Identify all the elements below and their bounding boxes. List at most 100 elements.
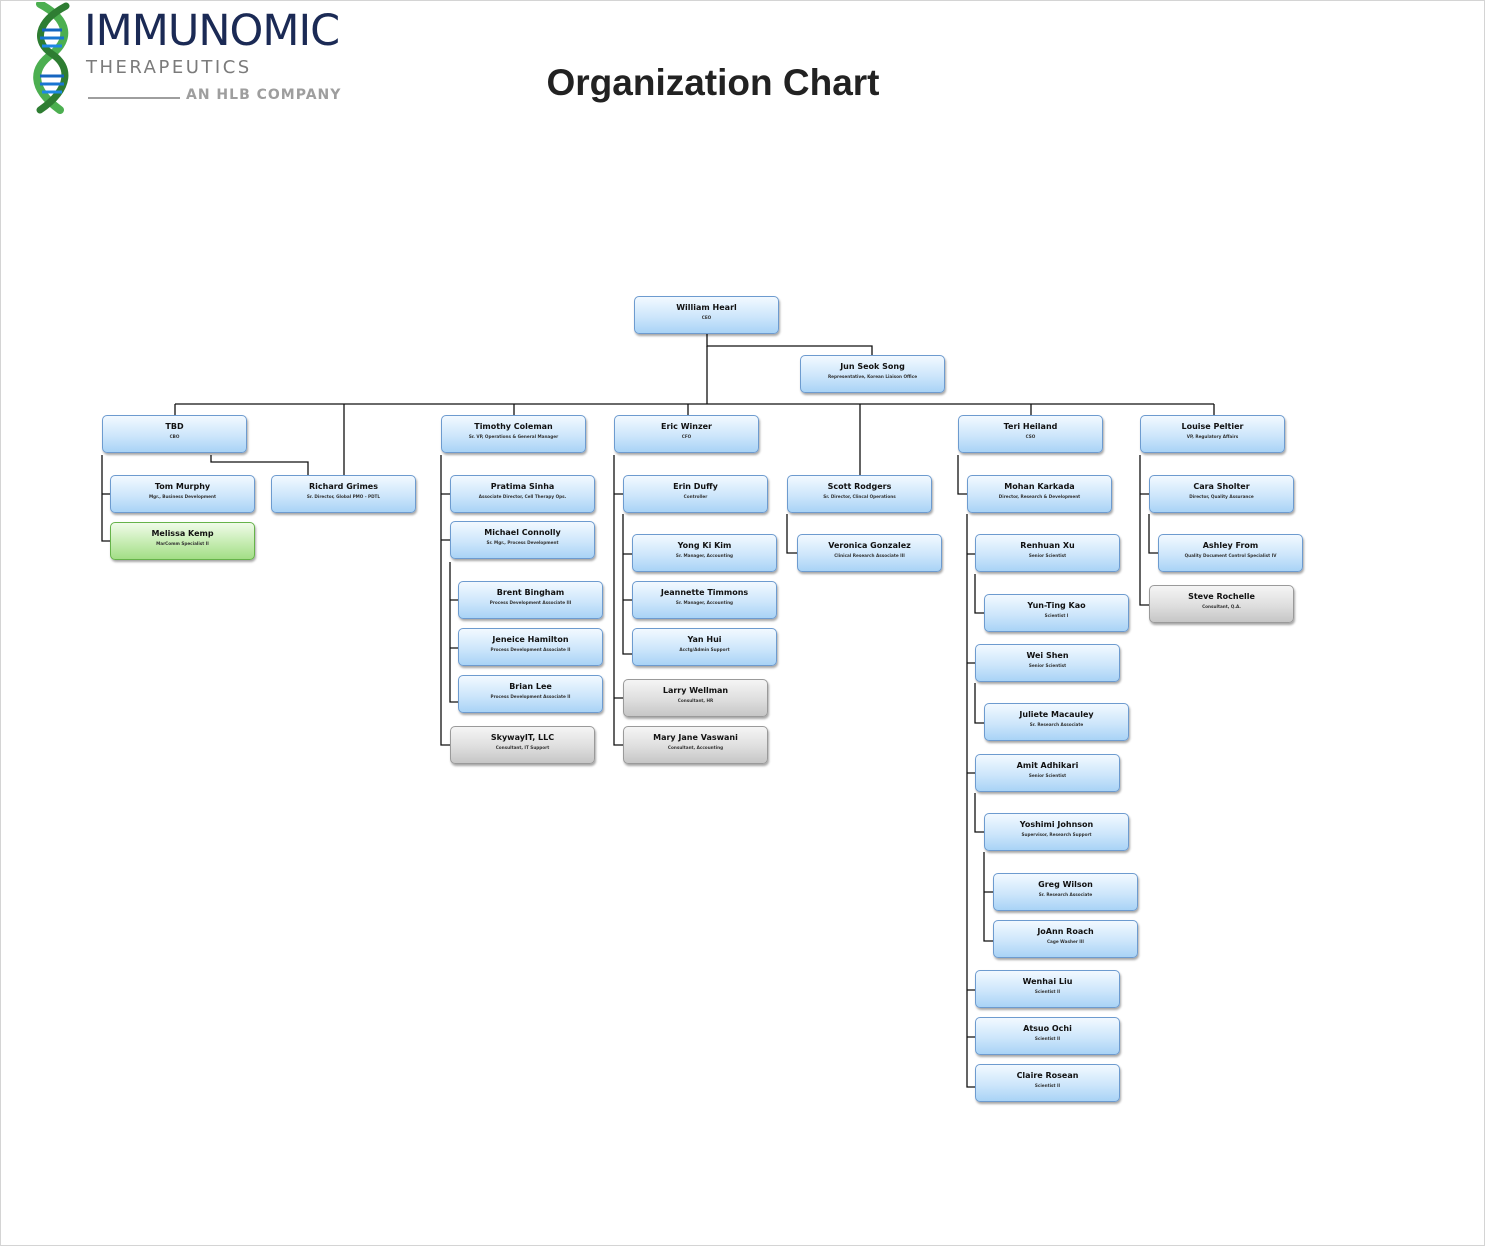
person-title: Consultant, HR [677,698,714,703]
person-title: Director, Research & Development [998,494,1081,499]
person-name: Veronica Gonzalez [828,541,911,550]
person-title: Sr. Research Associate [1038,892,1093,897]
person-title: Sr. Manager, Accounting [675,553,734,558]
person-name: Louise Peltier [1181,422,1244,431]
person-name: Timothy Coleman [474,422,553,431]
person-title: Sr. Research Associate [1029,722,1084,727]
person-name: Cara Sholter [1193,482,1250,491]
person-title: Representative, Korean Liaison Office [827,374,918,379]
person-name: Scott Rodgers [827,482,892,491]
person-title: Sr. Director, Global PMO - PDTL [306,494,381,499]
person-name: Eric Winzer [661,422,712,431]
person-title: Sr. Director, Clincal Operations [823,494,896,499]
person-title: CEO [701,315,712,320]
person-name: Wenhai Liu [1022,977,1073,986]
person-title: Cage Washer III [1046,939,1084,944]
dna-helix-icon [33,2,70,114]
logo-name: IMMUNOMIC [84,6,340,56]
logo-subtitle: THERAPEUTICS [86,57,252,78]
person-title: Director, Quality Assurance [1189,494,1254,499]
person-name: Yun-Ting Kao [1027,601,1086,610]
person-title: CBO [169,434,180,439]
person-title: Mgr., Business Development [148,494,217,499]
person-name: Amit Adhikari [1016,761,1079,770]
person-title: Consultant, IT Support [495,745,550,750]
person-name: Teri Heiland [1003,422,1058,431]
person-name: TBD [165,422,184,431]
person-name: Atsuo Ochi [1023,1024,1072,1033]
person-name: Yan Hui [687,635,722,644]
person-title: Scientist II [1034,1083,1061,1088]
person-title: Consultant, Q.A. [1202,604,1241,609]
company-logo: IMMUNOMIC THERAPEUTICS AN HLB COMPANY [22,2,352,117]
logo-rule [88,97,180,99]
person-title: Quality Document Control Specialist IV [1184,553,1277,558]
person-name: William Hearl [676,303,737,312]
person-title: Process Development Associate II [490,647,571,652]
person-name: Renhuan Xu [1020,541,1075,550]
person-name: Tom Murphy [154,482,211,491]
person-name: Michael Connolly [484,528,561,537]
person-title: Process Development Associate III [489,600,572,605]
person-name: Wei Shen [1026,651,1069,660]
person-title: MarComm Specialist II [156,541,209,546]
person-title: Senior Scientist [1028,663,1067,668]
person-name: Greg Wilson [1038,880,1093,889]
person-name: Yong Ki Kim [677,541,732,550]
person-title: Scientist I [1044,613,1069,618]
person-name: Pratima Sinha [490,482,555,491]
person-name: Richard Grimes [309,482,378,491]
person-name: Erin Duffy [673,482,718,491]
person-title: CSO [1025,434,1036,439]
person-title: Sr. Manager, Accounting [675,600,734,605]
person-title: Senior Scientist [1028,553,1067,558]
person-title: Scientist II [1034,1036,1061,1041]
person-name: Brian Lee [509,682,552,691]
person-name: Larry Wellman [662,686,729,695]
org-node-tbd: TBD CBO [102,415,247,453]
logo-tagline: AN HLB COMPANY [186,87,342,103]
person-title: Consultant, Accounting [667,745,724,750]
person-title: Clinical Research Associate III [834,553,905,558]
person-name: Jun Seok Song [840,362,905,371]
person-name: Jeneice Hamilton [492,635,569,644]
person-title: Supervisor, Research Support [1021,832,1092,837]
person-title: Scientist II [1034,989,1061,994]
person-name: Juliete Macauley [1019,710,1094,719]
person-name: Yoshimi Johnson [1019,820,1094,829]
person-name: Mohan Karkada [1004,482,1075,491]
person-title: Acctg/Admin Support [679,647,730,652]
person-title: Process Development Associate II [490,694,571,699]
page-title: Organization Chart [546,62,880,103]
person-name: Mary Jane Vaswani [653,733,738,742]
person-name: JoAnn Roach [1037,927,1094,936]
person-name: Brent Bingham [496,588,565,597]
